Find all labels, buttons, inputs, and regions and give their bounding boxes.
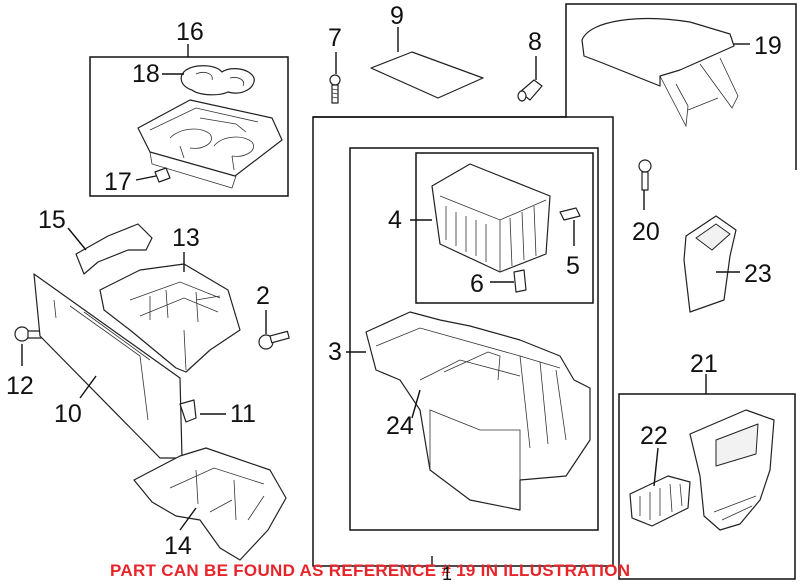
- callout-23: 23: [744, 260, 772, 288]
- callout-17: 17: [104, 168, 132, 196]
- part-12-head: [14, 326, 30, 342]
- part-7-thread: [331, 88, 339, 99]
- callout-7: 7: [328, 24, 342, 52]
- part-13-detail: [129, 281, 221, 371]
- callout-11: 11: [230, 400, 256, 428]
- part-4-ribs: [439, 195, 547, 272]
- callout-10: 10: [54, 400, 82, 428]
- part-18-mat: [180, 65, 255, 96]
- part-20-shank: [641, 171, 649, 191]
- callout-12: 12: [6, 372, 34, 400]
- notice-caption: PART CAN BE FOUND AS REFERENCE # 19 IN I…: [110, 561, 630, 580]
- callout-9: 9: [390, 2, 404, 30]
- part-19-hinge: [659, 57, 739, 128]
- callout-14: 14: [164, 532, 192, 560]
- part-23-opening: [695, 223, 731, 251]
- part-22-louvers: [639, 483, 683, 520]
- group-box-3: [349, 147, 599, 531]
- part-6-nut: [513, 269, 527, 293]
- callout-4: 4: [388, 206, 402, 234]
- callout-19: 19: [754, 32, 782, 60]
- part-16-detail: [149, 107, 259, 189]
- part-18-detail: [195, 72, 245, 87]
- callout-13: 13: [172, 224, 200, 252]
- part-24-console: [365, 311, 591, 511]
- part-20-head: [638, 159, 652, 173]
- part-21-slots: [713, 495, 757, 521]
- part-14-detail: [169, 467, 265, 521]
- part-24-detail: [375, 327, 567, 480]
- callout-18: 18: [132, 60, 160, 88]
- callout-1: 1: [442, 564, 452, 584]
- callout-24: 24: [386, 412, 414, 440]
- callout-21: 21: [690, 350, 718, 378]
- part-4-bin: [431, 163, 551, 273]
- part-19-lid: [581, 18, 735, 87]
- part-8-end: [517, 90, 527, 102]
- callout-2: 2: [256, 282, 270, 310]
- callout-6: 6: [470, 270, 484, 298]
- group-box-4: [415, 152, 594, 304]
- part-13-base: [99, 263, 241, 373]
- callout-8: 8: [528, 28, 542, 56]
- part-2-shank: [269, 330, 290, 344]
- leader-lines: [21, 27, 750, 566]
- part-11-clip: [179, 399, 197, 423]
- part-14-bracket: [133, 447, 287, 561]
- callout-20: 20: [632, 218, 660, 246]
- part-15-bracket: [75, 223, 153, 275]
- group-box-16: [89, 56, 289, 197]
- part-5-clip: [559, 207, 581, 221]
- part-21-vent-opening: [715, 423, 759, 467]
- part-7-head: [329, 74, 341, 86]
- callouts: 16 18 17 7 9 8 19 20 4 5 6 23 15 13 2 12…: [6, 2, 782, 560]
- part-10-detail: [53, 299, 151, 421]
- callout-5: 5: [566, 252, 580, 280]
- callout-3: 3: [328, 338, 342, 366]
- callout-16: 16: [176, 18, 204, 46]
- part-17-clip: [154, 167, 171, 183]
- callout-15: 15: [38, 206, 66, 234]
- part-10-panel: [33, 273, 183, 459]
- part-9-pad: [370, 51, 484, 99]
- group-box-21: [618, 393, 796, 580]
- group-box-19-outline: [313, 3, 797, 170]
- callout-22: 22: [640, 422, 668, 450]
- part-21-bezel: [689, 409, 775, 531]
- part-16-inner: [179, 117, 247, 171]
